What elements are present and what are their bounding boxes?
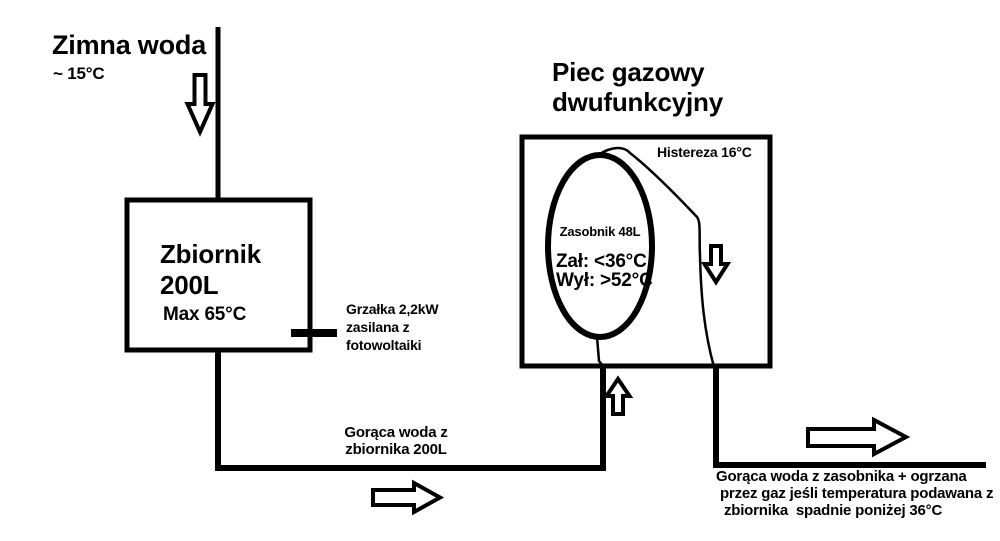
hot-water-pipe-tank-to-furnace <box>215 350 606 471</box>
reservoir-ellipse <box>545 152 655 340</box>
system-output-arrow-right-icon <box>806 416 911 458</box>
furnace-inlet-arrow-up-icon <box>602 375 634 416</box>
tank-box <box>124 197 313 353</box>
output-pipe <box>713 368 986 468</box>
reservoir-label: Zasobnik 48L <box>559 224 641 239</box>
hot-water-from-tank-label: Gorąca woda z zbiornika 200L <box>344 424 448 458</box>
cold-inlet-arrow-down-icon <box>184 73 216 137</box>
output-flow-label: Gorąca woda z zasobnika + ogrzana przez … <box>716 468 994 519</box>
tank-max-temp-label: Max 65°C <box>163 304 247 325</box>
heater-label: Grzałka 2,2kW zasilana z fotowoltaiki <box>346 301 439 353</box>
hysteresis-label: Histereza 16°C <box>657 144 752 160</box>
reservoir-outlet-curve <box>597 146 716 368</box>
cold-water-temperature: ~ 15°C <box>53 64 105 83</box>
cold-water-title: Zimna woda <box>52 30 207 60</box>
reservoir-inlet-line <box>595 336 605 368</box>
tank-output-arrow-right-icon <box>371 479 445 516</box>
switching-thresholds-label: Zał: <36°C Wył: >52°C <box>556 251 653 291</box>
tank-name-label: Zbiornik 200L <box>160 239 261 300</box>
furnace-title: Piec gazowy dwufunkcyjny <box>552 57 723 117</box>
furnace-internal-arrow-down-icon <box>700 244 732 286</box>
